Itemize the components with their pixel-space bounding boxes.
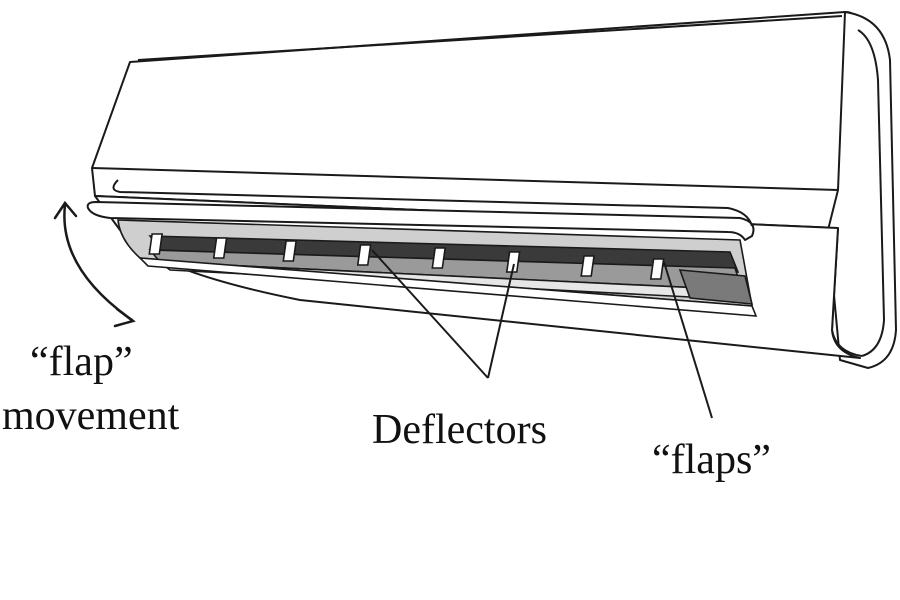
flap-label: “flap” <box>30 339 133 385</box>
leader-lines <box>371 249 713 419</box>
front-panel-edge <box>137 15 843 61</box>
flap-top-curve <box>112 179 753 227</box>
arrow-head-top <box>53 200 78 220</box>
flap-panel <box>86 201 755 241</box>
ac-unit-body <box>91 11 897 369</box>
panel-lip <box>91 167 839 191</box>
flaps-label: “flaps” <box>652 437 771 483</box>
arrow-head-bottom <box>113 307 136 328</box>
flap-movement-arrow <box>53 200 136 328</box>
right-side-inner <box>857 29 885 357</box>
flap <box>86 179 755 241</box>
arrow-curve <box>63 203 134 322</box>
flaps-leader <box>663 261 713 419</box>
outlet-bottom-lip <box>137 257 758 317</box>
air-outlet <box>117 219 758 317</box>
movement-label: movement <box>2 393 180 439</box>
deflector-leader-left <box>371 249 489 379</box>
deflector-blades <box>148 233 665 280</box>
deflector-leader-right <box>487 263 515 379</box>
front-panel <box>91 11 860 229</box>
deflectors-label: Deflectors <box>372 407 547 453</box>
outlet-right-pocket <box>678 269 754 305</box>
